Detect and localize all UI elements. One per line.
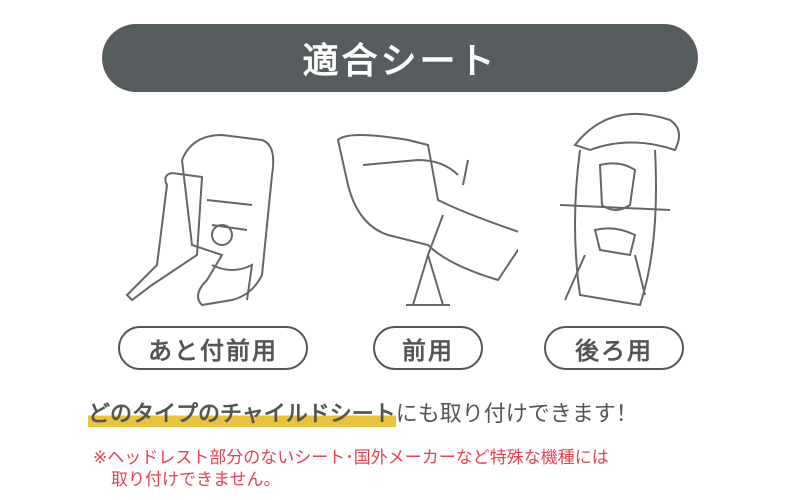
exception-note: ※ヘッドレスト部分のないシート･国外メーカーなど特殊な機種には 取り付けできませ…: [93, 447, 609, 491]
note-line-1: ※ヘッドレスト部分のないシート･国外メーカーなど特殊な機種には: [93, 448, 609, 468]
seat-label-rear-front: あと付前用: [118, 326, 308, 370]
rear-child-seat-icon: [125, 133, 275, 307]
front-child-seat-icon: [336, 134, 518, 306]
note-line-2: 取り付けできません。: [111, 470, 281, 490]
title: 適合シート: [302, 41, 498, 82]
headline-highlight: どのタイプのチャイルドシート: [88, 402, 396, 427]
title-banner: 適合シート: [102, 24, 698, 92]
seat-label-front: 前用: [373, 326, 483, 370]
seat-label-text: あと付前用: [148, 336, 278, 365]
headline-rest: にも取り付けできます！: [395, 402, 638, 427]
seat-label-rear: 後ろ用: [544, 326, 684, 370]
seat-label-text: 前用: [402, 336, 454, 365]
compatibility-headline: どのタイプのチャイルドシートにも取り付けできます！: [88, 396, 638, 428]
rear-child-seat-with-canopy-icon: [559, 112, 680, 307]
seat-label-text: 後ろ用: [575, 336, 653, 365]
